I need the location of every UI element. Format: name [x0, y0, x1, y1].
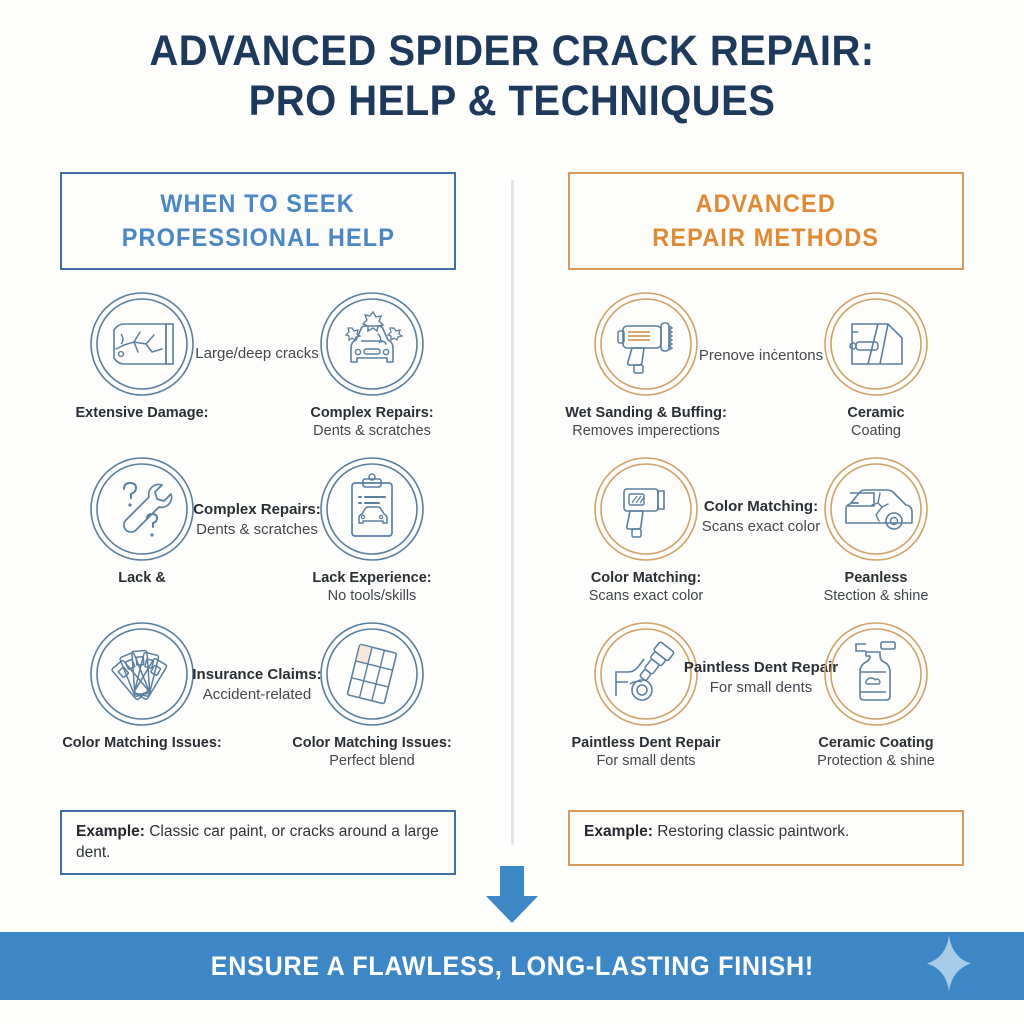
- item-sub: Stection & shine: [823, 588, 929, 604]
- right-column: ADVANCED REPAIR METHODS: [568, 172, 964, 270]
- item-label: Wet Sanding & Buffing:: [565, 405, 727, 421]
- row-caption: Color Matching: Scans exact color: [646, 497, 876, 537]
- caption-strong: Complex Repairs:: [193, 501, 321, 518]
- car-coating-panel-icon: [822, 290, 930, 398]
- caption-sub: Scans exact color: [701, 518, 821, 535]
- example-text: Classic car paint, or cracks around a la…: [76, 823, 439, 861]
- item-label: Lack &: [118, 570, 166, 586]
- dented-car-side-icon: [822, 455, 930, 563]
- right-example-box: Example: Restoring classic paintwork.: [568, 810, 964, 866]
- polisher-buffer-tool-icon: [592, 290, 700, 398]
- row-caption: Insurance Claims: Accident-related: [142, 665, 372, 705]
- caption-plain: Large/deep cracks: [195, 345, 319, 362]
- left-column: WHEN TO SEEK PROFESSIONAL HELP: [60, 172, 456, 270]
- item-sub: No tools/skills: [327, 588, 417, 604]
- list-item: Wet Sanding & Buffing: Removes imperecti…: [556, 290, 966, 455]
- list-item: Color Matching Issues: Insurance Claims:…: [52, 620, 462, 785]
- item-sub: For small dents: [596, 753, 696, 769]
- item-sub: Perfect blend: [329, 753, 415, 769]
- list-item: Extensive Damage: Large/deep cracks: [52, 290, 462, 455]
- item-label: Ceramic: [847, 405, 905, 421]
- item-sub: Coating: [851, 423, 901, 439]
- right-header-line-2: REPAIR METHODS: [652, 224, 880, 252]
- item-label: Lack Experience:: [312, 570, 432, 586]
- left-example-box: Example: Classic car paint, or cracks ar…: [60, 810, 456, 875]
- row-caption: Prenove inċentons: [646, 346, 876, 366]
- row-caption: Complex Repairs: Dents & scratches: [142, 500, 372, 540]
- caption-sub: For small dents: [709, 679, 813, 696]
- item-label: Color Matching Issues:: [292, 735, 452, 751]
- item-label: Peanless: [844, 570, 908, 586]
- item-label: Paintless Dent Repair: [571, 735, 721, 751]
- vertical-divider: [511, 180, 514, 845]
- item-complex-repairs: Complex Repairs: Dents & scratches: [282, 290, 462, 441]
- left-header-line-2: PROFESSIONAL HELP: [121, 224, 395, 252]
- example-label: Example:: [76, 823, 145, 840]
- list-item: Lack & Complex Repairs: Dents & scratche…: [52, 455, 462, 620]
- color-scanner-gun-icon: [592, 455, 700, 563]
- item-label: Extensive Damage:: [75, 405, 209, 421]
- item-color-matching-issues-b: Color Matching Issues: Perfect blend: [282, 620, 462, 771]
- example-text: Restoring classic paintwork.: [652, 823, 850, 840]
- page-title: ADVANCED SPIDER CRACK REPAIR: PRO HELP &…: [0, 26, 1024, 126]
- item-sub: Removes imperections: [572, 423, 720, 439]
- item-peanless: Peanless Stection & shine: [786, 455, 966, 606]
- item-sub: Protection & shine: [817, 753, 935, 769]
- left-header-line-1: WHEN TO SEEK: [160, 190, 356, 218]
- footer-text: ENSURE A FLAWLESS, LONG-LASTING FINISH!: [210, 950, 814, 981]
- caption-strong: Insurance Claims:: [192, 666, 322, 683]
- item-label: Color Matching:: [590, 570, 702, 586]
- right-header-line-1: ADVANCED: [695, 190, 837, 218]
- title-line-1: ADVANCED SPIDER CRACK REPAIR:: [149, 27, 875, 75]
- caption-sub: Accident-related: [202, 686, 312, 703]
- item-lack-experience: Lack Experience: No tools/skills: [282, 455, 462, 606]
- right-column-header: ADVANCED REPAIR METHODS: [568, 172, 964, 270]
- paint-swatch-fan-icon: [88, 620, 196, 728]
- example-label: Example:: [584, 823, 653, 840]
- item-label: Ceramic Coating: [818, 735, 934, 751]
- left-column-header: WHEN TO SEEK PROFESSIONAL HELP: [60, 172, 456, 270]
- footer-banner: ENSURE A FLAWLESS, LONG-LASTING FINISH!: [0, 932, 1024, 1000]
- item-color-matching: Color Matching: Scans exact color: [556, 455, 736, 606]
- item-extensive-damage: Extensive Damage:: [52, 290, 232, 422]
- item-sub: Scans exact color: [588, 588, 704, 604]
- item-paintless-dent-repair: Paintless Dent Repair For small dents: [556, 620, 736, 771]
- item-wet-sanding-buffing: Wet Sanding & Buffing: Removes imperecti…: [556, 290, 736, 441]
- item-sub: Dents & scratches: [313, 423, 431, 439]
- cracked-windshield-icon: [88, 290, 196, 398]
- sparkle-diamond-icon: [926, 935, 972, 997]
- clipboard-car-checklist-icon: [318, 455, 426, 563]
- ceramic-coating-bottle-icon: [822, 620, 930, 728]
- row-caption: Paintless Dent Repair For small dents: [646, 658, 876, 698]
- item-color-matching-issues-a: Color Matching Issues:: [52, 620, 232, 752]
- item-lack-tools: Lack &: [52, 455, 232, 587]
- list-item: Paintless Dent Repair For small dents Pa…: [556, 620, 966, 785]
- wrench-question-icon: [88, 455, 196, 563]
- item-ceramic-coating-top: Ceramic Coating: [786, 290, 966, 441]
- title-line-2: PRO HELP & TECHNIQUES: [248, 77, 776, 125]
- row-caption: Large/deep cracks: [142, 344, 372, 364]
- caption-strong: Paintless Dent Repair: [683, 659, 839, 676]
- item-ceramic-coating-bottom: Ceramic Coating Protection & shine: [786, 620, 966, 771]
- item-label: Color Matching Issues:: [62, 735, 222, 751]
- color-palette-grid-icon: [318, 620, 426, 728]
- list-item: Color Matching: Scans exact color Color …: [556, 455, 966, 620]
- down-arrow-icon: [482, 866, 542, 924]
- right-column-items: Wet Sanding & Buffing: Removes imperecti…: [556, 290, 966, 785]
- caption-plain: Prenove inċentons: [698, 347, 824, 364]
- left-column-items: Extensive Damage: Large/deep cracks: [52, 290, 462, 785]
- item-label: Complex Repairs:: [310, 405, 434, 421]
- caption-strong: Color Matching:: [703, 498, 819, 515]
- damaged-car-front-icon: [318, 290, 426, 398]
- dent-pulling-tool-icon: [592, 620, 700, 728]
- caption-sub: Dents & scratches: [196, 521, 318, 538]
